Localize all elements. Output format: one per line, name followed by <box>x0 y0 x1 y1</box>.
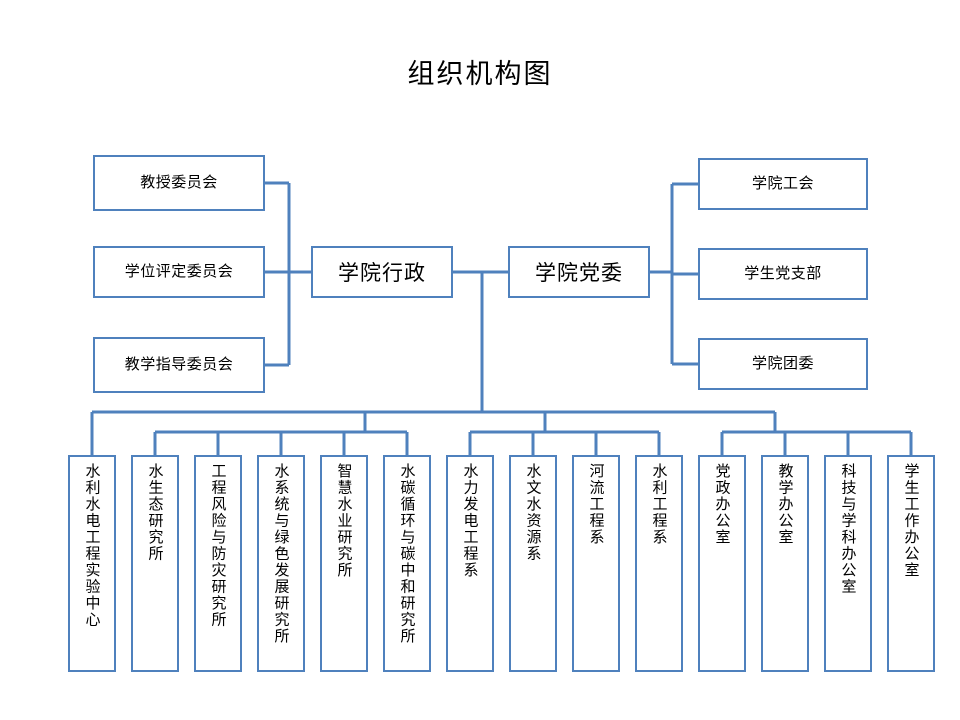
node-dept-9[interactable]: 河流工程系 <box>572 455 620 672</box>
node-dept-10[interactable]: 水利工程系 <box>635 455 683 672</box>
node-dept-14-label: 学生工作办公室 <box>902 463 921 579</box>
node-dept-8-label: 水文水资源系 <box>524 463 543 562</box>
node-dept-3[interactable]: 工程风险与防灾研究所 <box>194 455 242 672</box>
node-prof-committee-label: 教授委员会 <box>140 173 218 192</box>
node-dept-2-label: 水生态研究所 <box>146 463 165 562</box>
node-student-party-branch[interactable]: 学生党支部 <box>698 248 868 300</box>
node-dept-1-label: 水利水电工程实验中心 <box>83 463 102 628</box>
node-union[interactable]: 学院工会 <box>698 158 868 210</box>
node-dept-11-label: 党政办公室 <box>713 463 732 546</box>
node-dept-12-label: 教学办公室 <box>776 463 795 546</box>
node-dept-12[interactable]: 教学办公室 <box>761 455 809 672</box>
node-dept-1[interactable]: 水利水电工程实验中心 <box>68 455 116 672</box>
node-teaching-committee-label: 教学指导委员会 <box>124 355 234 374</box>
node-prof-committee[interactable]: 教授委员会 <box>93 155 265 211</box>
node-degree-committee[interactable]: 学位评定委员会 <box>93 246 265 298</box>
node-degree-committee-label: 学位评定委员会 <box>124 262 234 281</box>
node-dept-14[interactable]: 学生工作办公室 <box>887 455 935 672</box>
node-dept-8[interactable]: 水文水资源系 <box>509 455 557 672</box>
node-dept-5[interactable]: 智慧水业研究所 <box>320 455 368 672</box>
node-youth-league[interactable]: 学院团委 <box>698 338 868 390</box>
node-dept-7[interactable]: 水力发电工程系 <box>446 455 494 672</box>
page-title: 组织机构图 <box>407 59 553 90</box>
node-dept-11[interactable]: 党政办公室 <box>698 455 746 672</box>
node-dept-5-label: 智慧水业研究所 <box>335 463 354 579</box>
node-dept-3-label: 工程风险与防灾研究所 <box>209 463 228 628</box>
node-dept-9-label: 河流工程系 <box>587 463 606 546</box>
node-dept-4-label: 水系统与绿色发展研究所 <box>272 463 291 645</box>
node-party-label: 学院党委 <box>535 261 623 285</box>
node-admin[interactable]: 学院行政 <box>311 246 453 298</box>
node-dept-13[interactable]: 科技与学科办公室 <box>824 455 872 672</box>
node-dept-13-label: 科技与学科办公室 <box>839 463 858 595</box>
node-dept-4[interactable]: 水系统与绿色发展研究所 <box>257 455 305 672</box>
node-youth-league-label: 学院团委 <box>751 354 814 373</box>
node-dept-6-label: 水碳循环与碳中和研究所 <box>398 463 417 645</box>
node-dept-10-label: 水利工程系 <box>650 463 669 546</box>
node-teaching-committee[interactable]: 教学指导委员会 <box>93 337 265 393</box>
node-party[interactable]: 学院党委 <box>508 246 650 298</box>
node-dept-7-label: 水力发电工程系 <box>461 463 480 579</box>
node-dept-6[interactable]: 水碳循环与碳中和研究所 <box>383 455 431 672</box>
node-admin-label: 学院行政 <box>338 261 426 285</box>
node-union-label: 学院工会 <box>751 174 814 193</box>
node-dept-2[interactable]: 水生态研究所 <box>131 455 179 672</box>
node-student-party-branch-label: 学生党支部 <box>744 264 822 283</box>
